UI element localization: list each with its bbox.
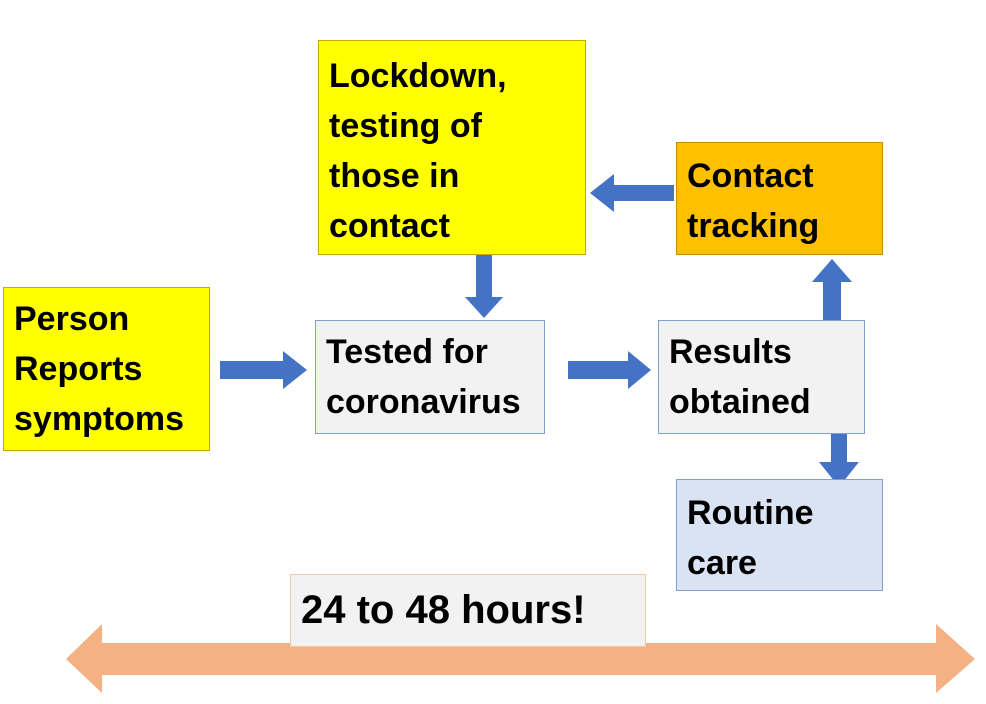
lockdown-testing-box: Lockdown, testing of those in contact	[318, 40, 586, 255]
lockdown-line-3: those in	[329, 157, 460, 195]
timeline-label: 24 to 48 hours!	[290, 574, 646, 647]
arrow-person-to-tested	[220, 351, 307, 389]
arrow-contact-to-lockdown	[590, 174, 674, 212]
tested-box: Tested for coronavirus	[315, 320, 545, 434]
person-line-2: Reports	[14, 350, 143, 388]
arrow-results-to-routine	[819, 423, 859, 487]
person-reports-box: Person Reports symptoms	[3, 287, 210, 451]
routine-line-1: Routine	[687, 494, 814, 532]
results-line-1: Results	[669, 333, 792, 371]
results-line-2: obtained	[669, 383, 811, 421]
tested-line-2: coronavirus	[326, 383, 521, 421]
timeline-double-arrow	[66, 624, 975, 693]
arrow-results-to-contact	[812, 259, 852, 322]
lockdown-line-2: testing of	[329, 107, 482, 145]
person-line-1: Person	[14, 300, 130, 338]
contact-tracking-box: Contact tracking	[676, 142, 883, 255]
routine-line-2: care	[687, 544, 757, 582]
lockdown-line-1: Lockdown,	[329, 57, 507, 95]
routine-care-box: Routine care	[676, 479, 883, 591]
tested-line-1: Tested for	[326, 333, 488, 371]
arrow-lockdown-to-tested	[465, 237, 503, 318]
arrow-tested-to-results	[568, 351, 651, 389]
results-box: Results obtained	[658, 320, 865, 434]
lockdown-line-4: contact	[329, 207, 450, 245]
person-line-3: symptoms	[14, 400, 185, 438]
timeline-label-text: 24 to 48 hours!	[301, 588, 586, 632]
contact-line-2: tracking	[687, 207, 820, 245]
contact-line-1: Contact	[687, 157, 814, 195]
